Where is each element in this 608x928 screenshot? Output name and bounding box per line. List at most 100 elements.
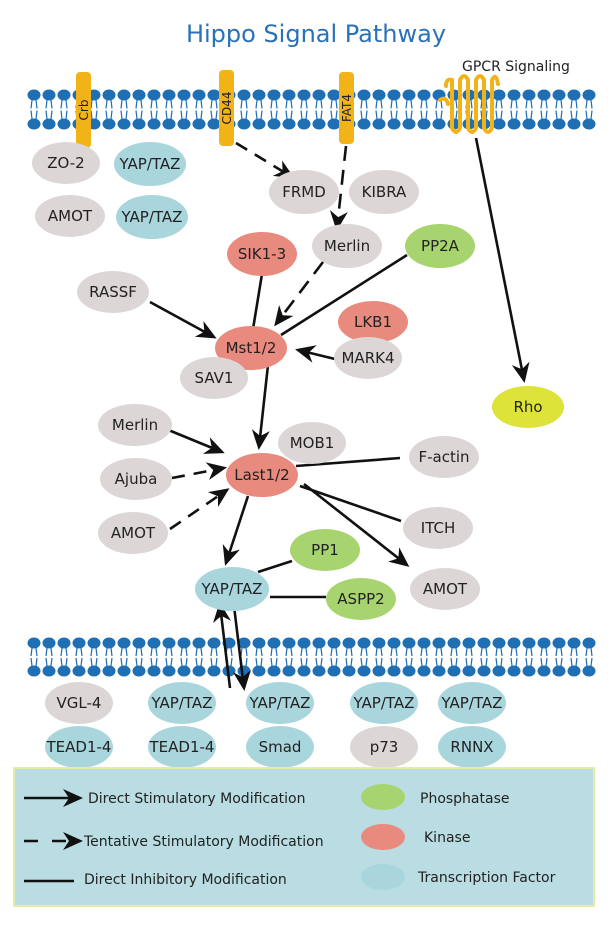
node-aspp2: ASPP2: [326, 578, 396, 620]
node-aspp2-label: ASPP2: [337, 590, 384, 608]
edge-gpcr-rho: [474, 137, 530, 383]
node-sik-shape: [227, 232, 297, 276]
node-amot-mid-label: AMOT: [111, 524, 156, 542]
nuclear-top-2-shape: [148, 682, 216, 724]
node-merlin-mid: Merlin: [98, 404, 172, 446]
node-aspp2-shape: [326, 578, 396, 620]
legend-kinase-swatch: [361, 824, 405, 850]
node-yaptaz-top1: YAP/TAZ: [114, 142, 186, 186]
edge-fat4-merlin: [329, 145, 348, 231]
legend-phosphatase-swatch: [361, 784, 405, 810]
node-lkb1: LKB1: [338, 301, 408, 343]
nuclear-bottom-5: RNNX: [438, 726, 506, 768]
node-factin: F-actin: [409, 436, 479, 478]
receptor-crb: Crb: [76, 72, 91, 148]
node-itch: ITCH: [403, 507, 473, 549]
node-frmd-shape: [269, 170, 339, 214]
node-sav1: SAV1: [180, 357, 248, 399]
nuclear-top-5-label: YAP/TAZ: [441, 694, 503, 712]
node-yaptaz-mid: YAP/TAZ: [195, 567, 269, 611]
node-last-shape: [226, 453, 298, 497]
nuclear-bottom-3-shape: [246, 726, 314, 768]
node-mark4-label: MARK4: [341, 349, 394, 367]
node-zo2-shape: [32, 142, 100, 184]
legend-direct-inhib: Direct Inhibitory Modification: [84, 872, 287, 888]
node-factin-shape: [409, 436, 479, 478]
edge-last-itch: [299, 484, 402, 523]
legend-direct-stim: Direct Stimulatory Modification: [88, 791, 306, 807]
nuclear-top-1-shape: [45, 682, 113, 724]
edge-merlin-mst: [274, 261, 325, 327]
receptor-fat4: FAT4: [339, 72, 354, 144]
edge-ajuba-last: [171, 462, 227, 481]
node-amot-mid: AMOT: [98, 512, 168, 554]
nuclear-top-4: YAP/TAZ: [350, 682, 418, 724]
diagram-title: Hippo Signal Pathway: [186, 20, 446, 48]
node-amot-right: AMOT: [410, 568, 480, 610]
nuclear-top-3-label: YAP/TAZ: [249, 694, 311, 712]
nuclear-top-1-label: VGL-4: [57, 694, 102, 712]
nuclear-top-4-shape: [350, 682, 418, 724]
edge-rassf-mst: [149, 300, 217, 339]
node-amot-top-label: AMOT: [48, 207, 93, 225]
nuclear-bottom-5-shape: [438, 726, 506, 768]
receptor-cd44: CD44: [219, 70, 234, 146]
legend-tentative-stim: Tentative Stimulatory Modification: [83, 834, 324, 850]
node-rassf-shape: [77, 271, 149, 313]
node-mob1-label: MOB1: [290, 434, 335, 452]
node-amot-right-shape: [410, 568, 480, 610]
node-lkb1-shape: [338, 301, 408, 343]
node-yaptaz-top1-label: YAP/TAZ: [119, 155, 181, 173]
edge-mst-last: [251, 364, 270, 450]
svg-text:CD44: CD44: [220, 92, 234, 125]
node-kibra: KIBRA: [349, 170, 419, 214]
node-pp2a: PP2A: [405, 224, 475, 268]
edge-mark4-mst: [295, 345, 336, 363]
nuclear-bottom-4-label: p73: [370, 738, 399, 756]
nuclear-top-5: YAP/TAZ: [438, 682, 506, 724]
node-pp1: PP1: [290, 529, 360, 571]
edge-amot-last: [169, 488, 230, 531]
node-sav1-shape: [180, 357, 248, 399]
node-rho: Rho: [492, 386, 564, 428]
nuclear-bottom-5-label: RNNX: [450, 738, 493, 756]
nuclear-top-2: YAP/TAZ: [148, 682, 216, 724]
nuclear-bottom-2-shape: [148, 726, 216, 768]
node-amot-mid-shape: [98, 512, 168, 554]
nuclear-bottom-4: p73: [350, 726, 418, 768]
gpcr-receptor: [438, 74, 500, 134]
gpcr-label: GPCR Signaling: [462, 59, 570, 75]
node-merlin-mid-label: Merlin: [112, 416, 158, 434]
nuclear-bottom-3-label: Smad: [259, 738, 302, 756]
edge-yaptaz-nucleus: [232, 605, 251, 691]
node-yaptaz-mid-label: YAP/TAZ: [201, 580, 263, 598]
node-mob1: MOB1: [278, 422, 346, 464]
node-amot-top-shape: [35, 195, 105, 237]
edge-yaptaz-pp1: [257, 559, 293, 574]
node-lkb1-label: LKB1: [354, 313, 392, 331]
node-mst: Mst1/2: [215, 326, 287, 370]
node-yaptaz-top2-shape: [116, 195, 188, 239]
edge-merlin-last: [165, 427, 225, 454]
node-rassf: RASSF: [77, 271, 149, 313]
node-amot-top: AMOT: [35, 195, 105, 237]
node-pp1-label: PP1: [311, 541, 339, 559]
legend-kinase: Kinase: [424, 830, 470, 846]
edge-pp2a-mst: [280, 253, 408, 337]
nuclear-bottom-1: TEAD1-4: [45, 726, 113, 768]
node-last-label: Last1/2: [234, 466, 289, 484]
nuclear-bottom-1-label: TEAD1-4: [46, 738, 112, 756]
edge-last-amot: [303, 482, 410, 567]
nuclear-bottom-1-shape: [45, 726, 113, 768]
edge-last-yaptaz: [222, 495, 250, 566]
node-amot-right-label: AMOT: [423, 580, 468, 598]
edge-nucleus-yaptaz: [213, 602, 232, 689]
node-ajuba: Ajuba: [100, 458, 172, 500]
node-merlin-top: Merlin: [312, 224, 382, 268]
nuclear-bottom-3: Smad: [246, 726, 314, 768]
nuclear-top-4-label: YAP/TAZ: [353, 694, 415, 712]
node-mst-shape: [215, 326, 287, 370]
